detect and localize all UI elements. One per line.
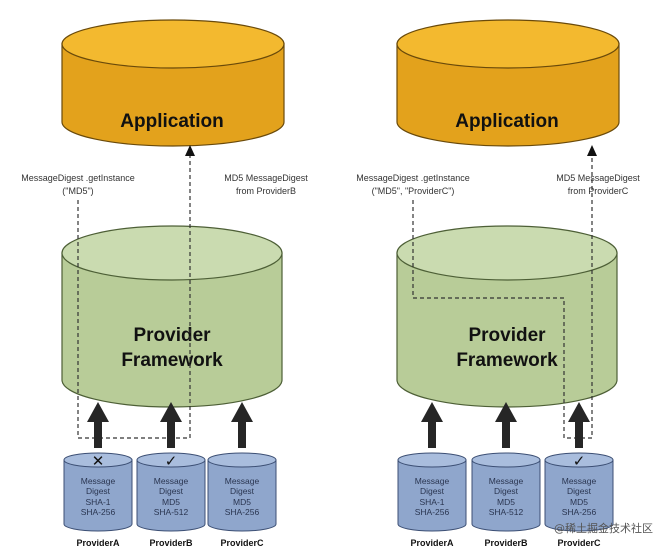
right-lookup-path	[412, 150, 593, 439]
right-framework-cylinder: Provider Framework	[396, 225, 618, 408]
left-application-label: Application	[120, 111, 223, 132]
right-provider-a-line2: Digest	[420, 486, 445, 496]
left-framework-label-line1: Provider	[133, 325, 211, 346]
right-provider-b-line2: Digest	[494, 486, 519, 496]
left-application-cylinder: Application	[61, 19, 285, 147]
right-return-arrowhead	[587, 145, 597, 156]
right-application-label: Application	[455, 111, 558, 132]
right-provider-a: Message Digest SHA-1 SHA-256 ProviderA	[397, 452, 467, 548]
left-provider-a-line1: Message	[81, 476, 116, 486]
left-call-note: MessageDigest .getInstance	[21, 173, 135, 183]
left-return-note: MD5 MessageDigest	[224, 173, 308, 183]
right-provider-a-line1: Message	[415, 476, 450, 486]
right-provider-b-line4: SHA-512	[489, 507, 524, 517]
left-return-note-source: from ProviderB	[236, 186, 296, 196]
left-call-note-args: ("MD5")	[62, 186, 93, 196]
left-provider-a-cross-icon: ✕	[92, 452, 105, 470]
right-call-note: MessageDigest .getInstance	[356, 173, 470, 183]
right-provider-a-line3: SHA-1	[419, 497, 444, 507]
left-provider-b-line3: MD5	[162, 497, 180, 507]
left-provider-b: ✓ Message Digest MD5 SHA-512 ProviderB	[136, 452, 206, 548]
right-framework-label-line1: Provider	[468, 325, 546, 346]
left-up-arrow-a	[87, 402, 109, 448]
right-provider-a-name: ProviderA	[410, 538, 454, 548]
left-framework-label-line2: Framework	[121, 350, 223, 371]
left-provider-b-line4: SHA-512	[154, 507, 189, 517]
right-provider-c-line4: SHA-256	[562, 507, 597, 517]
right-provider-b-name: ProviderB	[484, 538, 528, 548]
left-up-arrow-b	[160, 402, 182, 448]
watermark: @稀土掘金技术社区	[554, 521, 653, 535]
right-up-arrow-c	[568, 402, 590, 448]
left-provider-c: Message Digest MD5 SHA-256 ProviderC	[207, 452, 277, 548]
right-provider-b-line3: MD5	[497, 497, 515, 507]
left-provider-a-line4: SHA-256	[81, 507, 116, 517]
left-provider-c-line2: Digest	[230, 486, 255, 496]
right-provider-b: Message Digest MD5 SHA-512 ProviderB	[471, 452, 541, 548]
left-framework-cylinder: Provider Framework	[61, 225, 283, 408]
left-provider-b-line1: Message	[154, 476, 189, 486]
right-provider-b-line1: Message	[489, 476, 524, 486]
right-application-cylinder: Application	[396, 19, 620, 147]
right-provider-a-line4: SHA-256	[415, 507, 450, 517]
left-lookup-path	[77, 150, 191, 439]
right-return-note: MD5 MessageDigest	[556, 173, 640, 183]
left-provider-b-name: ProviderB	[149, 538, 193, 548]
right-panel: Application MessageDigest .getInstance (…	[356, 19, 640, 548]
right-provider-c-name: ProviderC	[557, 538, 601, 548]
left-up-arrow-c	[231, 402, 253, 448]
left-provider-a: ✕ Message Digest SHA-1 SHA-256 ProviderA	[63, 452, 133, 548]
left-provider-a-name: ProviderA	[76, 538, 120, 548]
left-provider-c-line4: SHA-256	[225, 507, 260, 517]
right-provider-c: ✓ Message Digest MD5 SHA-256 ProviderC	[544, 452, 614, 548]
left-provider-a-line3: SHA-1	[85, 497, 110, 507]
left-provider-c-line1: Message	[225, 476, 260, 486]
right-provider-c-line3: MD5	[570, 497, 588, 507]
right-return-note-source: from ProviderC	[568, 186, 629, 196]
right-provider-c-line2: Digest	[567, 486, 592, 496]
left-provider-b-line2: Digest	[159, 486, 184, 496]
right-provider-c-line1: Message	[562, 476, 597, 486]
left-provider-a-line2: Digest	[86, 486, 111, 496]
right-provider-c-check-icon: ✓	[573, 452, 586, 470]
right-up-arrow-a	[421, 402, 443, 448]
right-framework-label-line2: Framework	[456, 350, 558, 371]
left-provider-c-name: ProviderC	[220, 538, 264, 548]
right-call-note-args: ("MD5", "ProviderC")	[372, 186, 455, 196]
left-provider-c-line3: MD5	[233, 497, 251, 507]
left-provider-b-check-icon: ✓	[165, 452, 178, 470]
left-return-arrowhead	[185, 145, 195, 156]
left-panel: Application MessageDigest .getInstance (…	[21, 19, 308, 548]
right-up-arrow-b	[495, 402, 517, 448]
